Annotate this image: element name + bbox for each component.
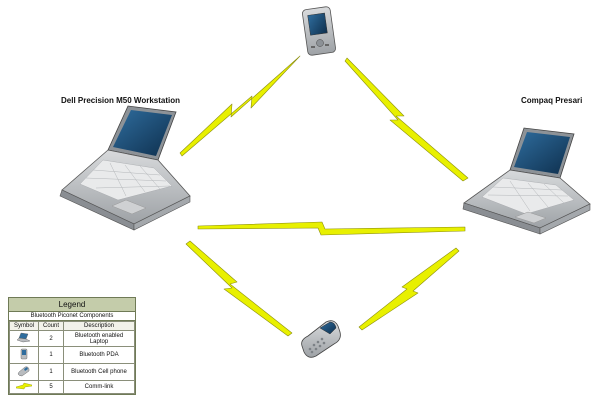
legend-row: 2 Bluetooth enabled Laptop <box>9 330 135 347</box>
legend-symbol-cell <box>9 330 39 347</box>
legend: Legend Bluetooth Piconet Components Symb… <box>8 297 136 395</box>
comm-link-workstation-phone <box>185 240 293 337</box>
legend-count-cell: 5 <box>38 380 64 394</box>
legend-table: Symbol Count Description 2 Bluetooth ena… <box>9 321 135 394</box>
legend-title: Legend <box>9 298 135 312</box>
legend-symbol-cell <box>9 380 39 394</box>
comm-link-presario-phone <box>358 247 460 331</box>
legend-description-cell: Comm-link <box>63 380 135 394</box>
legend-symbol-cell <box>9 363 39 381</box>
legend-row: 1 Bluetooth PDA <box>9 346 135 364</box>
legend-header-count: Count <box>38 321 64 331</box>
pda-icon <box>302 6 336 56</box>
workstation-label: Dell Precision M50 Workstation <box>61 96 180 105</box>
presario-label: Compaq Presari <box>521 96 583 105</box>
legend-header-row: Symbol Count Description <box>9 321 135 331</box>
legend-count-cell: 2 <box>38 330 64 347</box>
legend-count-cell: 1 <box>38 363 64 381</box>
legend-description-cell: Bluetooth Cell phone <box>63 363 135 381</box>
legend-count-cell: 1 <box>38 346 64 364</box>
comm-link-workstation-presario <box>197 221 466 236</box>
cell-phone-icon <box>17 366 30 377</box>
legend-row: 5 Comm-link <box>9 380 135 394</box>
laptop-icon-workstation <box>59 105 191 231</box>
legend-row: 1 Bluetooth Cell phone <box>9 363 135 381</box>
pda-icon <box>20 348 28 360</box>
laptop-icon-presario <box>462 127 591 235</box>
legend-symbol-cell <box>9 346 39 364</box>
comm-link-icon <box>15 382 33 390</box>
legend-header-description: Description <box>63 321 135 331</box>
legend-description-cell: Bluetooth enabled Laptop <box>63 330 135 347</box>
comm-link-pda-presario <box>344 57 469 182</box>
legend-description-cell: Bluetooth PDA <box>63 346 135 364</box>
comm-links <box>179 55 469 337</box>
laptop-icon <box>16 332 31 343</box>
cell-phone-icon <box>301 320 341 358</box>
legend-header-symbol: Symbol <box>9 321 39 331</box>
legend-subtitle: Bluetooth Piconet Components <box>9 312 135 321</box>
comm-link-workstation-pda <box>179 55 301 157</box>
